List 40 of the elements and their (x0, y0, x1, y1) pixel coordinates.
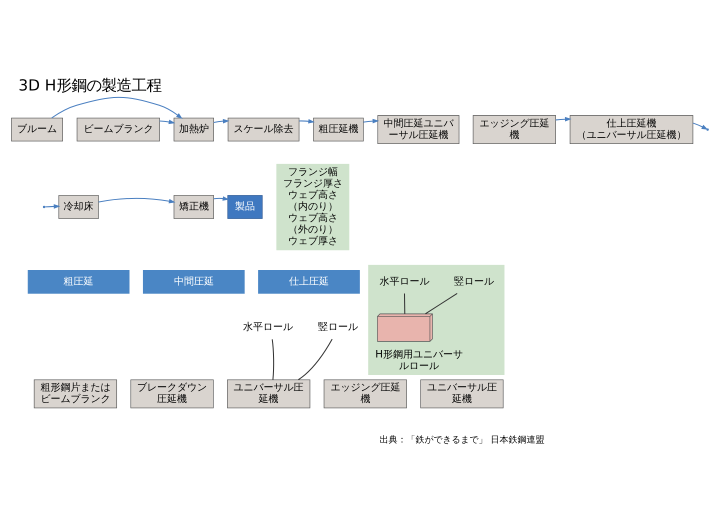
node-box: 粗圧延 (28, 270, 130, 294)
node-box: ブルーム (11, 118, 63, 142)
arrow (45, 204, 60, 209)
node-box: ユニバーサル圧延機 (227, 379, 310, 408)
node-text: 竪ロール (318, 322, 358, 334)
connector (272, 339, 274, 380)
node-box: 中間圧延 (142, 270, 245, 294)
node-box: エッジング圧延機 (324, 379, 407, 408)
arrow (692, 122, 708, 130)
node-box: フランジ幅 フランジ厚さ ウェブ高さ（内のり） ウェブ高さ（外のり） ウェブ厚さ (276, 164, 350, 250)
node-box: 仕上圧延機（ユニバーサル圧延機） (570, 115, 694, 144)
connector (404, 294, 406, 314)
node-box: ブレークダウン圧延機 (130, 379, 214, 408)
arrow (363, 118, 380, 124)
arrow (160, 120, 176, 124)
arrow (98, 198, 176, 204)
node-box: スケール除去 (228, 118, 300, 142)
arrow (556, 116, 572, 122)
diagram-title: 3D H形鋼の製造工程 (18, 76, 162, 94)
node-box: 粗形鋼片またはビームブランク (34, 379, 118, 408)
arrow (214, 118, 230, 124)
node-text: 水平ロール (243, 322, 294, 334)
node-box: 加熱炉 (174, 118, 214, 142)
node-box: ユニバーサル圧延機 (420, 379, 504, 408)
node-text: 水平ロール (379, 276, 430, 288)
node-box: 矯正機 (174, 195, 214, 219)
node-box: 製品 (227, 195, 263, 219)
connector (425, 292, 458, 314)
caption: 出典：「鉄ができるまで」 日本鉄鋼連盟 (379, 435, 544, 446)
node-box: 粗圧延機 (313, 118, 364, 142)
node-box: 冷却床 (58, 195, 99, 219)
node-text: 竪ロール (454, 276, 494, 288)
node-box: エッジング圧延機 (472, 115, 556, 144)
connector (298, 338, 333, 380)
arrow (51, 96, 183, 119)
node-box: 中間圧延ユニバーサル圧延機 (377, 115, 460, 144)
node-box: 仕上圧延 (258, 270, 360, 294)
node-box: ビームブランク (76, 118, 160, 142)
arrow (214, 196, 230, 201)
arrow (299, 119, 315, 124)
